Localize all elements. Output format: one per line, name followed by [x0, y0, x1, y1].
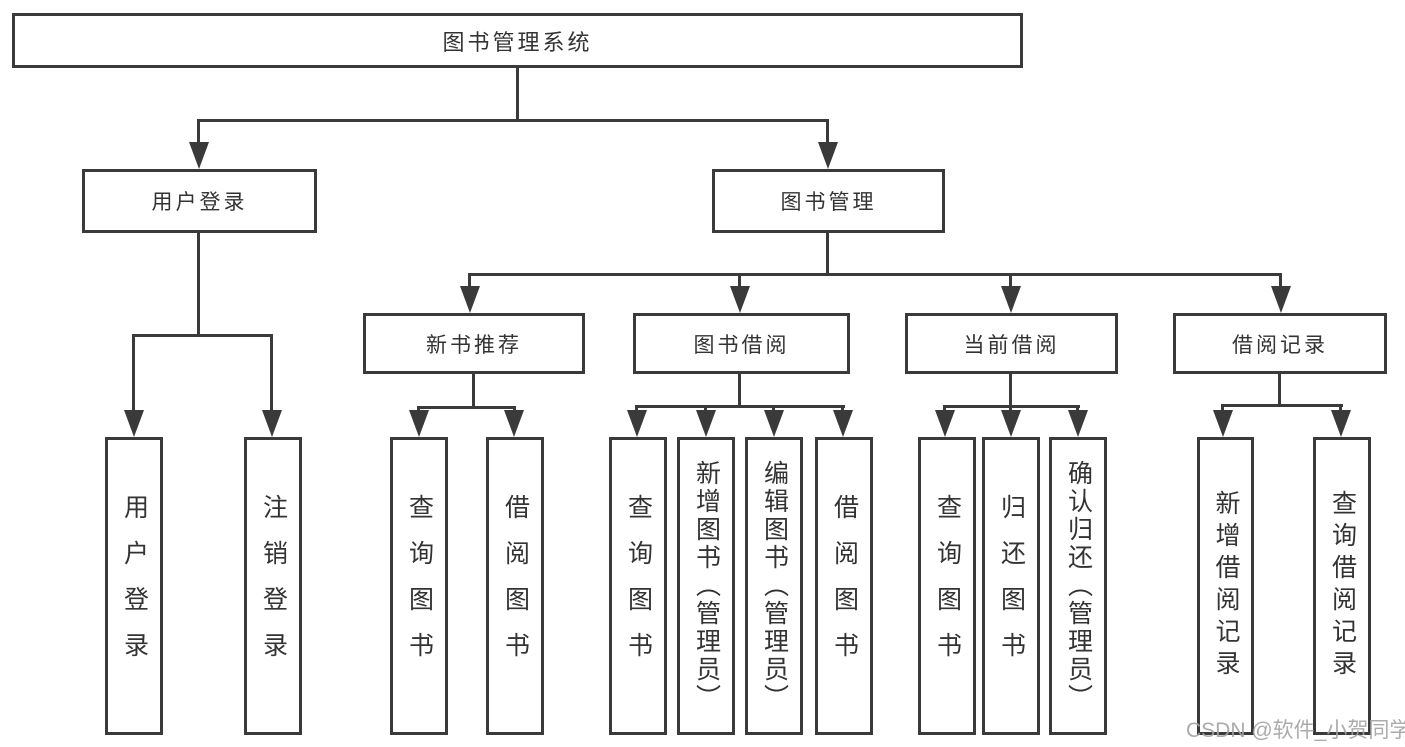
- leaf-label: 新增借阅记录: [1212, 490, 1240, 682]
- leaf-query-book-current: 查询图书: [918, 437, 976, 735]
- node-label: 新书推荐: [426, 333, 522, 357]
- connector-line: [1278, 374, 1281, 407]
- leaf-label: 注销登录: [259, 494, 288, 678]
- node-label: 图书管理系统: [442, 29, 593, 55]
- leaf-label: 确认归还（管理员）: [1064, 460, 1093, 712]
- arrow-down-icon: [460, 286, 480, 313]
- arrow-down-icon: [1001, 286, 1021, 313]
- arrow-down-icon: [1331, 410, 1351, 437]
- arrow-down-icon: [409, 410, 429, 437]
- connector-line: [1009, 374, 1012, 408]
- leaf-add-borrow-record: 新增借阅记录: [1197, 437, 1254, 735]
- node-label: 当前借阅: [963, 333, 1060, 357]
- leaf-confirm-return-admin: 确认归还（管理员）: [1049, 437, 1107, 735]
- arrow-down-icon: [1068, 410, 1088, 437]
- connector-line: [197, 233, 200, 337]
- leaf-label: 借阅图书: [830, 494, 859, 678]
- connector-line: [270, 334, 273, 416]
- connector-line: [635, 405, 845, 408]
- leaf-label: 借阅图书: [501, 494, 530, 678]
- leaf-borrow-book: 借阅图书: [815, 437, 873, 735]
- connector-line: [516, 68, 519, 122]
- node-borrow-records: 借阅记录: [1173, 313, 1387, 374]
- arrow-down-icon: [935, 410, 955, 437]
- connector-line: [132, 334, 135, 416]
- node-new-book-recommend: 新书推荐: [363, 313, 585, 374]
- watermark: CSDN @软件_小贺同学: [1186, 719, 1405, 742]
- arrow-down-icon: [764, 410, 784, 437]
- connector-line: [826, 233, 829, 276]
- leaf-query-borrow-record: 查询借阅记录: [1313, 437, 1371, 735]
- leaf-label: 查询借阅记录: [1328, 490, 1357, 682]
- leaf-logout: 注销登录: [244, 437, 302, 735]
- node-user-login: 用户登录: [82, 169, 317, 233]
- connector-line: [417, 406, 516, 409]
- leaf-label: 编辑图书（管理员）: [760, 460, 789, 712]
- arrow-down-icon: [189, 142, 209, 169]
- arrow-down-icon: [1001, 410, 1021, 437]
- leaf-label: 查询图书: [405, 494, 434, 678]
- connector-line: [197, 119, 829, 122]
- leaf-user-login: 用户登录: [105, 437, 163, 735]
- arrow-down-icon: [696, 410, 716, 437]
- node-library-management-system: 图书管理系统: [12, 13, 1023, 68]
- node-label: 图书管理: [780, 191, 877, 214]
- connector-line: [738, 273, 741, 292]
- connector-line: [738, 374, 741, 408]
- arrow-down-icon: [1271, 286, 1291, 313]
- connector-line: [468, 273, 471, 292]
- connector-line: [197, 119, 200, 150]
- node-current-borrow: 当前借阅: [905, 313, 1118, 374]
- node-label: 借阅记录: [1232, 333, 1328, 357]
- leaf-edit-book-admin: 编辑图书（管理员）: [745, 437, 803, 735]
- arrow-down-icon: [730, 286, 750, 313]
- connector-line: [826, 119, 829, 150]
- leaf-query-book-borrow: 查询图书: [609, 437, 667, 735]
- arrow-down-icon: [833, 410, 853, 437]
- arrow-down-icon: [1213, 410, 1233, 437]
- node-label: 用户登录: [151, 191, 248, 214]
- leaf-label: 查询图书: [624, 494, 653, 678]
- connector-line: [1009, 273, 1012, 292]
- arrow-down-icon: [627, 410, 647, 437]
- node-label: 图书借阅: [693, 333, 790, 357]
- node-book-borrow: 图书借阅: [633, 313, 850, 374]
- leaf-add-book-admin: 新增图书（管理员）: [677, 437, 735, 735]
- leaf-label: 归还图书: [997, 494, 1026, 678]
- connector-line: [472, 374, 475, 409]
- arrow-down-icon: [124, 410, 144, 437]
- node-book-management: 图书管理: [712, 169, 945, 233]
- leaf-label: 用户登录: [120, 494, 149, 678]
- leaf-query-book-recommend: 查询图书: [390, 437, 448, 735]
- arrow-down-icon: [818, 142, 838, 169]
- arrow-down-icon: [504, 410, 524, 437]
- connector-line: [132, 334, 273, 337]
- leaf-return-book: 归还图书: [982, 437, 1040, 735]
- leaf-label: 新增图书（管理员）: [692, 460, 721, 712]
- leaf-borrow-book-recommend: 借阅图书: [486, 437, 544, 735]
- leaf-label: 查询图书: [933, 494, 962, 678]
- connector-line: [1221, 404, 1343, 407]
- arrow-down-icon: [262, 410, 282, 437]
- connector-line: [468, 273, 1282, 276]
- connector-line: [1279, 273, 1282, 292]
